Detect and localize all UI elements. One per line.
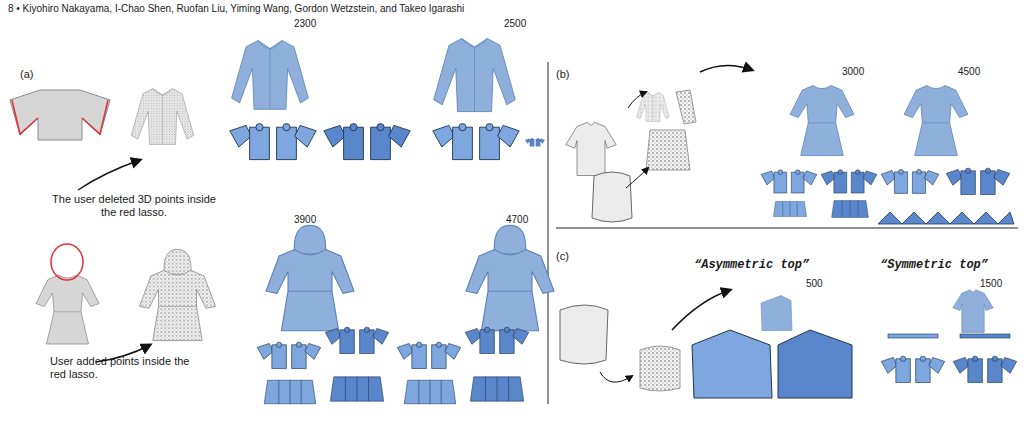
step-number: 4700 [506, 214, 528, 226]
step-number: 500 [806, 278, 823, 290]
step-number: 1500 [980, 278, 1002, 290]
step-number: 2500 [504, 18, 526, 30]
step-number: 2300 [294, 18, 316, 30]
prompt-text: “Asymmetric top” [694, 258, 809, 272]
prompt-text: “Symmetric top” [880, 258, 988, 272]
step-number: 3000 [842, 66, 864, 78]
caption-note: User added points inside the red lasso. [50, 355, 200, 381]
running-header: 8 • Kiyohiro Nakayama, I-Chao Shen, Ruof… [8, 3, 464, 15]
panel-label: (a) [20, 68, 33, 81]
panel-label: (b) [556, 68, 569, 81]
caption-note: The user deleted 3D points inside the re… [44, 193, 224, 219]
panel-label: (c) [556, 250, 569, 263]
step-number: 3900 [294, 214, 316, 226]
step-number: 4500 [958, 66, 980, 78]
